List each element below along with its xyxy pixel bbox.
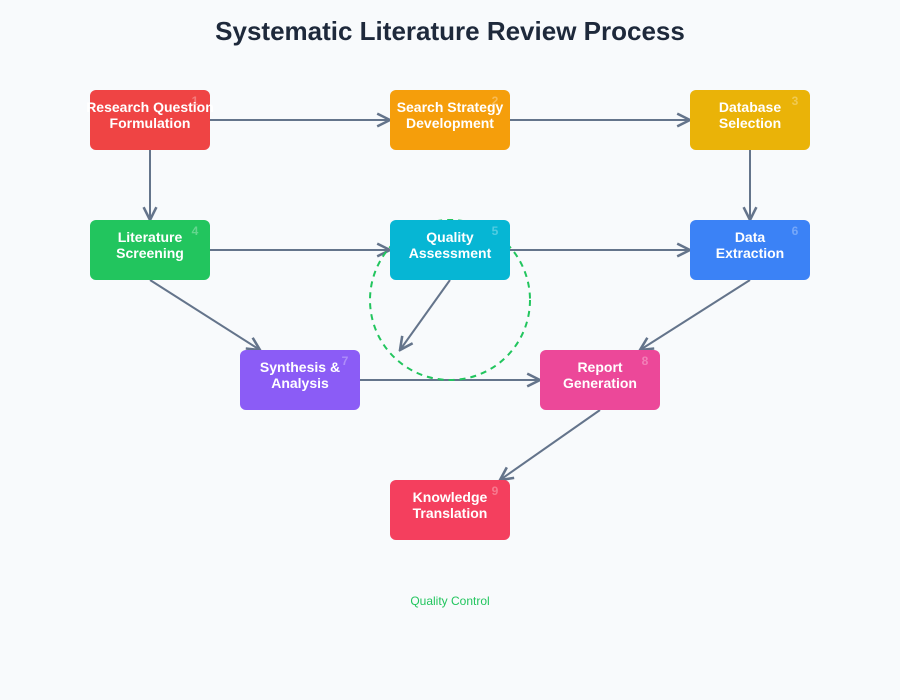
node-step-number: 7 bbox=[342, 354, 349, 368]
node-label-line: Quality bbox=[426, 229, 474, 245]
node-label-line: Assessment bbox=[409, 245, 492, 261]
process-node-7[interactable]: Synthesis &Analysis 7 bbox=[240, 350, 360, 410]
node-label-line: Research Question bbox=[86, 99, 214, 115]
node-label-line: Knowledge bbox=[413, 489, 488, 505]
node-step-number: 3 bbox=[792, 94, 799, 108]
edge-5-to-qc-loop bbox=[400, 279, 451, 350]
node-step-number: 6 bbox=[792, 224, 799, 238]
node-label-line: Extraction bbox=[716, 245, 784, 261]
quality-control-label: Quality Control bbox=[410, 594, 489, 608]
node-step-number: 1 bbox=[192, 94, 199, 108]
node-label-line: Synthesis & bbox=[260, 359, 340, 375]
node-box[interactable] bbox=[690, 90, 810, 150]
node-step-number: 4 bbox=[192, 224, 199, 238]
node-box[interactable] bbox=[90, 220, 210, 280]
node-label-line: Selection bbox=[719, 115, 781, 131]
node-box[interactable] bbox=[540, 350, 660, 410]
node-box[interactable] bbox=[690, 220, 810, 280]
node-label-line: Generation bbox=[563, 375, 637, 391]
edge-4-to-7 bbox=[149, 279, 260, 350]
node-box[interactable] bbox=[390, 480, 510, 540]
node-step-number: 9 bbox=[492, 484, 499, 498]
node-label-line: Translation bbox=[413, 505, 488, 521]
node-label-line: Search Strategy bbox=[397, 99, 504, 115]
edge-8-to-9 bbox=[500, 409, 601, 480]
node-label-line: Report bbox=[577, 359, 622, 375]
node-label-line: Data bbox=[735, 229, 766, 245]
node-box[interactable] bbox=[240, 350, 360, 410]
diagram-title: Systematic Literature Review Process bbox=[215, 16, 685, 46]
node-step-number: 5 bbox=[492, 224, 499, 238]
node-step-number: 8 bbox=[642, 354, 649, 368]
node-box[interactable] bbox=[390, 90, 510, 150]
node-label-line: Database bbox=[719, 99, 781, 115]
node-label-line: Formulation bbox=[110, 115, 191, 131]
node-step-number: 2 bbox=[492, 94, 499, 108]
node-label-line: Screening bbox=[116, 245, 184, 261]
node-box[interactable] bbox=[390, 220, 510, 280]
node-box[interactable] bbox=[90, 90, 210, 150]
edges-layer bbox=[150, 120, 750, 480]
edge-6-to-8 bbox=[640, 279, 751, 350]
node-label-line: Literature bbox=[118, 229, 183, 245]
node-label-line: Development bbox=[406, 115, 494, 131]
node-label-line: Analysis bbox=[271, 375, 329, 391]
